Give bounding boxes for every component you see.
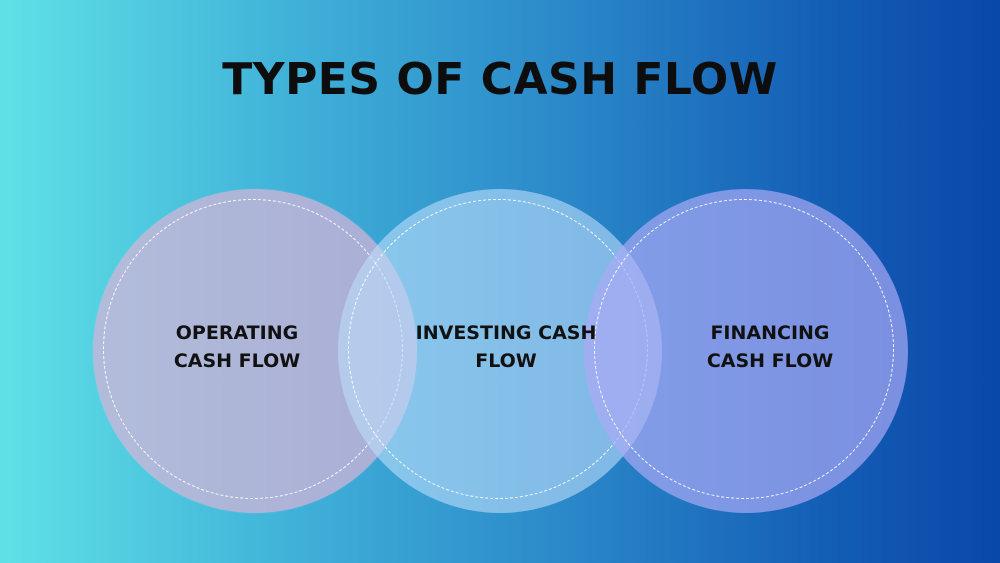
operating-cash-flow-label: OPERATING CASH FLOW bbox=[137, 319, 337, 375]
financing-cash-flow-label: FINANCING CASH FLOW bbox=[670, 319, 870, 375]
investing-label-line-1: INVESTING CASH bbox=[415, 322, 597, 344]
financing-label-line-1: FINANCING bbox=[710, 322, 830, 344]
investing-cash-flow-label: INVESTING CASH FLOW bbox=[400, 319, 612, 375]
operating-label-line-1: OPERATING bbox=[175, 322, 299, 344]
diagram-title: TYPES OF CASH FLOW bbox=[222, 54, 778, 105]
investing-label-line-2: FLOW bbox=[475, 350, 537, 372]
financing-label-line-2: CASH FLOW bbox=[706, 350, 834, 372]
operating-label-line-2: CASH FLOW bbox=[173, 350, 301, 372]
